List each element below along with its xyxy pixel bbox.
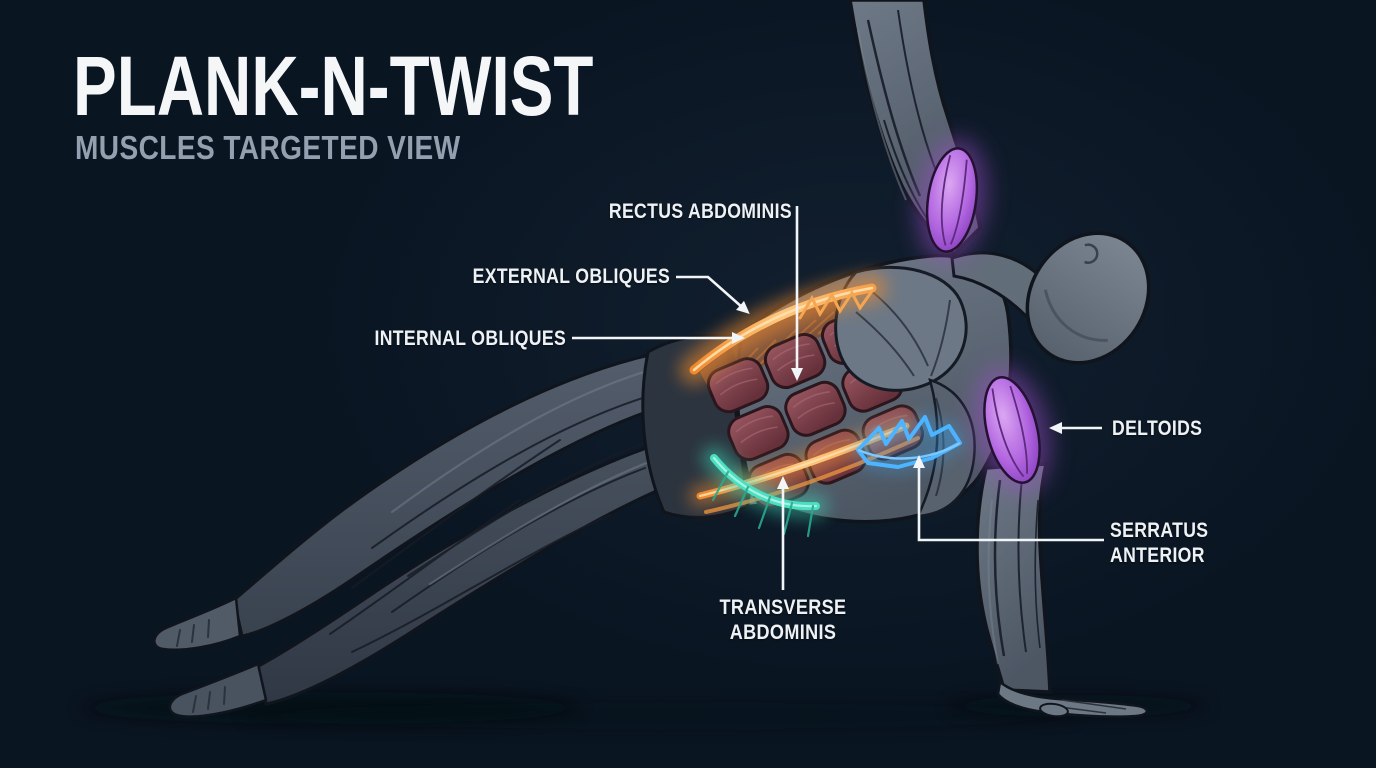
ear <box>1084 243 1099 264</box>
page-subtitle: MUSCLES TARGETED VIEW <box>75 129 461 166</box>
legs <box>153 344 721 718</box>
transverse-abdominis-highlight <box>702 446 828 538</box>
top-foot <box>153 596 242 651</box>
deltoid-bottom-highlight <box>973 367 1051 493</box>
hand <box>996 679 1148 718</box>
head <box>1025 231 1151 365</box>
label-transverse-abdominis: TRANSVERSE ABDOMINIS <box>719 596 847 644</box>
label-serratus-anterior: SERRATUS ANTERIOR <box>1110 519 1209 567</box>
supporting-arm <box>975 462 1148 718</box>
label-external-obliques: EXTERNAL OBLIQUES <box>472 265 670 288</box>
leader-external-obliques <box>676 275 750 314</box>
leader-lines <box>572 206 1104 590</box>
label-deltoids: DELTOIDS <box>1112 417 1203 440</box>
label-rectus-abdominis: RECTUS ABDOMINIS <box>608 200 792 223</box>
page-title: PLANK-N-TWIST <box>73 39 594 133</box>
external-obliques-highlight <box>679 273 887 385</box>
serratus-anterior-highlight <box>854 413 964 471</box>
deltoid-top-highlight <box>917 138 987 262</box>
leader-serratus-anterior <box>913 455 1104 542</box>
label-internal-obliques: INTERNAL OBLIQUES <box>374 327 566 350</box>
